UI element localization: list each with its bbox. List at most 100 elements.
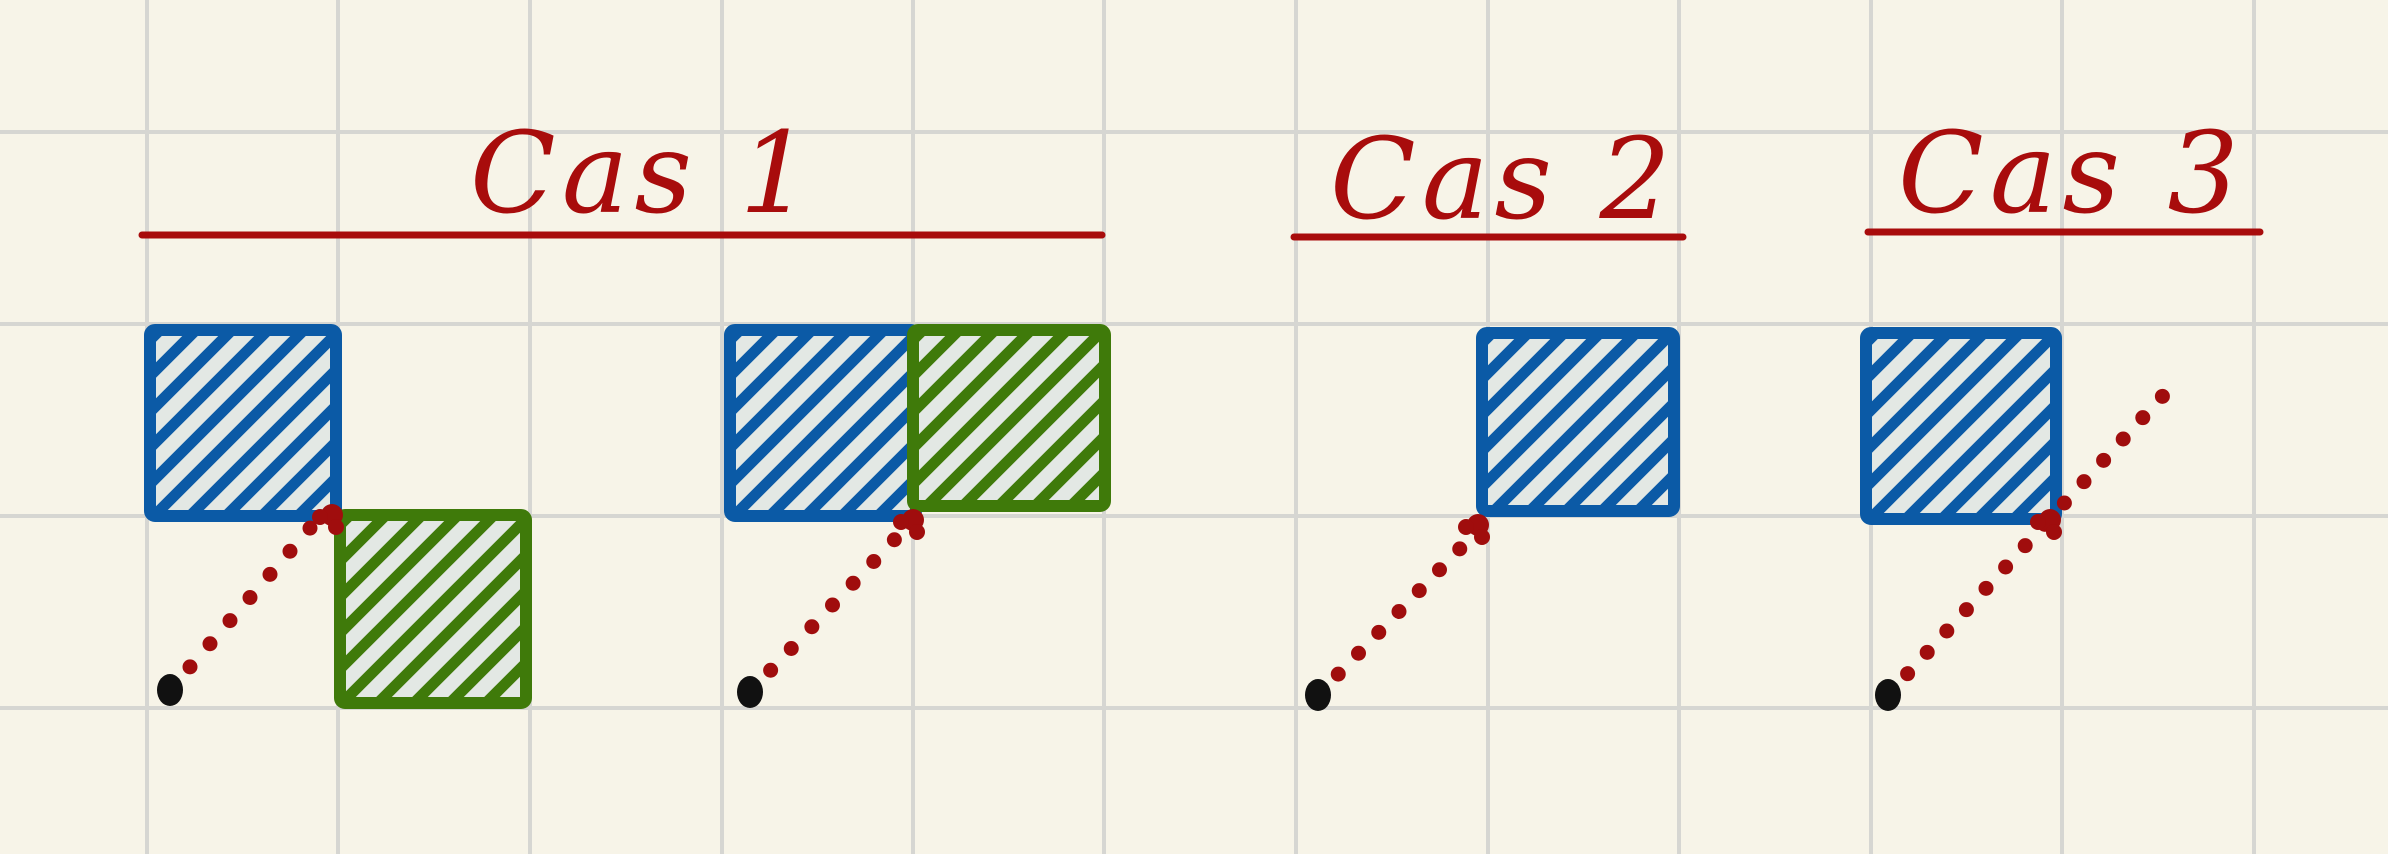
hatch-stroke [2010, 473, 2052, 515]
hatch-stroke [1486, 337, 1604, 455]
hatch-strokes [1486, 333, 1852, 511]
hatch-stroke [995, 396, 1101, 502]
hatch-stroke [1870, 337, 2052, 515]
hatch-stroke [344, 519, 498, 673]
trajectory-dot [1958, 602, 1974, 618]
green-square-case1b [907, 324, 1283, 512]
trajectory-dot [1330, 666, 1346, 682]
hatch-stroke [1031, 432, 1101, 502]
trajectory-dot [222, 613, 238, 629]
trajectory-dot [1411, 583, 1427, 599]
contact-point-mark [893, 509, 925, 540]
hatch-stroke [518, 695, 522, 699]
trajectory-dot [845, 575, 861, 591]
trajectory-dots [1330, 541, 1468, 682]
hatch-stroke [734, 334, 816, 416]
hatch-stroke [154, 334, 332, 512]
hatch-stroke [154, 334, 272, 452]
hatch-stroke [154, 334, 200, 380]
contact-dot [2030, 514, 2046, 530]
trajectory-dot [262, 566, 278, 582]
trajectory-dot [1371, 624, 1387, 640]
trajectory-dot [866, 554, 882, 569]
trajectory-dot [1351, 645, 1366, 661]
hatch-stroke [923, 334, 1101, 502]
contact-dot [312, 509, 328, 525]
hatch-stroke [1562, 399, 1670, 507]
trajectory-dot [763, 662, 779, 678]
contact-dot [2046, 524, 2062, 540]
trajectory-dot [1391, 604, 1407, 619]
green-square-case1a [334, 509, 532, 709]
hatch-stroke [734, 334, 852, 452]
trajectory-dot [282, 543, 298, 559]
hatch-stroke [734, 334, 912, 512]
trajectory-dots [763, 532, 902, 678]
trajectory-dot [2135, 410, 2151, 426]
square-outline [1476, 327, 1680, 517]
case-3-title: Cas 3 [1898, 109, 2245, 239]
square-outline [1860, 327, 2062, 525]
hatch-stroke [734, 334, 744, 344]
hatch-stroke [1870, 337, 2024, 491]
trajectory-dot [2115, 431, 2131, 447]
start-point-dot [157, 674, 183, 706]
hatch-strokes [344, 519, 522, 699]
hatch-stroke [1674, 333, 1852, 511]
trajectory-dot [242, 590, 258, 605]
hatch-stroke [1974, 437, 2052, 515]
case-2-title: Cas 2 [1330, 115, 1677, 245]
contact-dot [1474, 529, 1490, 545]
blue-square-case2 [1476, 327, 1852, 517]
hatch-stroke [154, 334, 164, 344]
hatch-strokes [154, 334, 332, 512]
hatch-stroke [154, 334, 308, 488]
contact-point-mark [1458, 514, 1490, 545]
hatch-stroke [1870, 337, 1916, 383]
hatch-stroke [1634, 471, 1670, 507]
hatch-stroke [1938, 401, 2052, 515]
hatch-stroke [344, 519, 462, 637]
hatch-stroke [1486, 337, 1532, 383]
hatch-stroke [258, 438, 332, 512]
hatch-stroke [410, 587, 522, 699]
contact-dot [909, 524, 925, 540]
contact-dot [1458, 519, 1474, 535]
hatch-stroke [154, 334, 236, 416]
square-outline [144, 324, 342, 522]
hatch-stroke [294, 474, 332, 512]
trajectory-dot [804, 619, 820, 635]
hatch-stroke [917, 334, 999, 416]
hatch-stroke [1526, 363, 1670, 507]
hatch-stroke [2046, 509, 2052, 515]
start-point-dot [737, 676, 763, 708]
hatch-stroke [1107, 330, 1283, 506]
hatch-stroke [917, 334, 963, 380]
hatch-stroke [1902, 365, 2052, 515]
hatch-stroke [374, 551, 522, 699]
hatch-stroke [766, 366, 912, 512]
hatch-stroke [186, 366, 332, 512]
trajectory-dot [1900, 666, 1916, 682]
trajectory-dot [783, 641, 799, 656]
hatch-stroke [446, 623, 522, 699]
hatch-stroke [344, 519, 426, 601]
contact-point-mark [312, 504, 344, 535]
trajectory-dots [182, 520, 318, 675]
trajectory-dot [2017, 538, 2033, 554]
blue-square-case3 [1860, 327, 2062, 525]
hatch-stroke [1490, 337, 1670, 507]
hatch-stroke [802, 402, 912, 512]
hatch-stroke [344, 519, 390, 565]
hatch-strokes [1870, 337, 2052, 515]
diagram-shapes [144, 324, 2170, 711]
trajectory-dot [202, 636, 218, 652]
trajectory-dot [2096, 452, 2112, 468]
trajectory-dot [1919, 644, 1935, 660]
trajectory-dot [886, 532, 902, 548]
trajectory-dot [1432, 562, 1447, 578]
hatch-stroke [1870, 337, 1952, 419]
trajectory-dot [2154, 388, 2170, 404]
